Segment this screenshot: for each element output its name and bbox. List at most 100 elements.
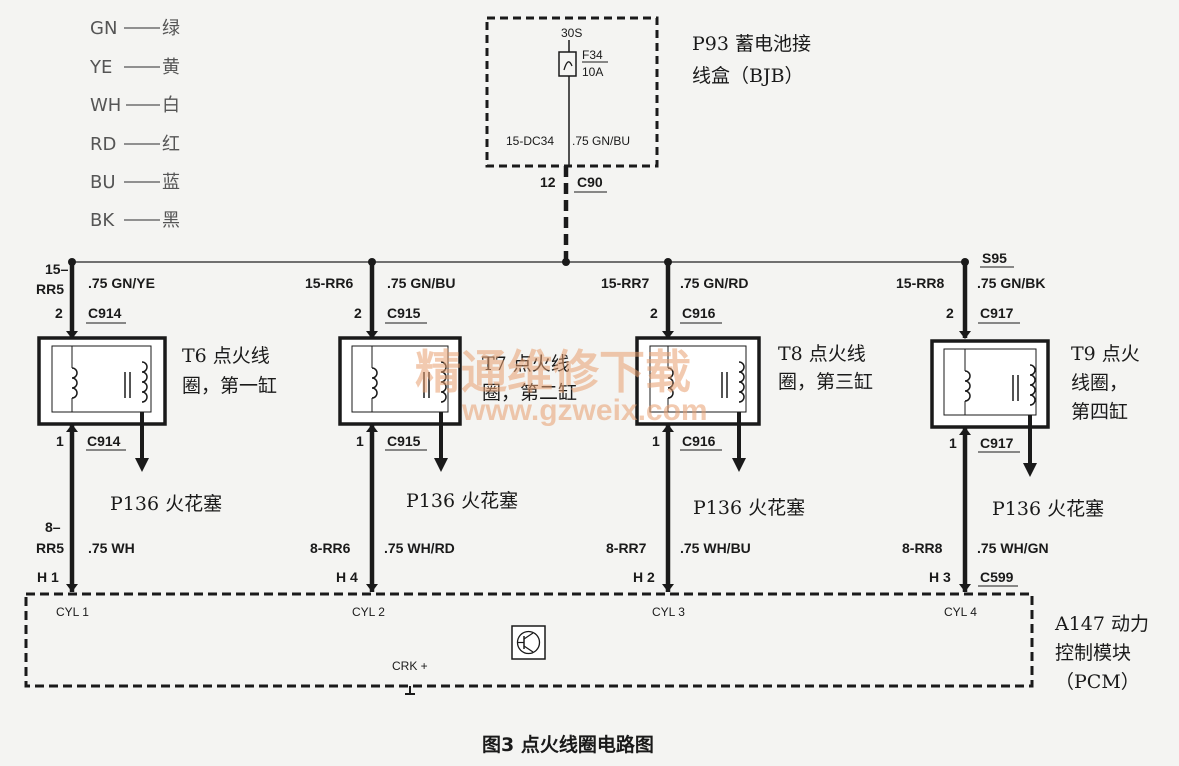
coil1-top-circuit-b: RR5 bbox=[36, 281, 64, 297]
coil1-title-line2: 圈，第一缸 bbox=[182, 375, 277, 397]
coil4-top-circuit: 15-RR8 bbox=[896, 275, 944, 291]
coil4-pcm-pin: H 3 bbox=[929, 569, 951, 585]
coil3-top-conn: C916 bbox=[682, 305, 716, 321]
coil4-spark: P136 火花塞 bbox=[992, 498, 1104, 520]
coil4-bot-pin: 1 bbox=[949, 435, 957, 451]
coil4-title-line3: 第四缸 bbox=[1071, 401, 1128, 423]
coil3-bot-pin: 1 bbox=[652, 433, 660, 449]
legend-color: 黑 bbox=[162, 210, 180, 231]
coil4-box bbox=[930, 339, 1050, 429]
coil-t8-circuit: 15-RR7 .75 GN/RD 2 C916 T8 点火线 圈，第三缸 1 C… bbox=[601, 258, 873, 592]
primary-winding-icon bbox=[371, 367, 378, 399]
coil3-pcm-wire: .75 WH/BU bbox=[680, 540, 751, 556]
coil2-pcm-wire: .75 WH/RD bbox=[384, 540, 455, 556]
coil2-top-conn: C915 bbox=[387, 305, 421, 321]
bjb-circuit: 15-DC34 bbox=[506, 134, 554, 148]
watermark-cn: 精通维修下载 bbox=[415, 345, 691, 399]
coil-t9-circuit: 15-RR8 .75 GN/BK 2 C917 T9 点火 线圈， 第四缸 1 … bbox=[896, 258, 1140, 592]
coil2-spark: P136 火花塞 bbox=[406, 490, 518, 512]
coil2-pcm-pin: H 4 bbox=[336, 569, 358, 585]
coil-t7-circuit: 15-RR6 .75 GN/BU 2 C915 T7 点火线 圈，第二缸 1 C… bbox=[305, 258, 577, 592]
secondary-winding-icon bbox=[738, 361, 745, 403]
coil4-pcm-wire: .75 WH/GN bbox=[977, 540, 1049, 556]
pcm-cyl3: CYL 3 bbox=[652, 605, 685, 619]
coil1-title-line1: T6 点火线 bbox=[182, 345, 270, 367]
figure-caption: 图3 点火线圈电路图 bbox=[482, 733, 654, 756]
bjb-title-line2: 线盒（BJB） bbox=[692, 65, 804, 87]
secondary-winding-icon bbox=[141, 361, 148, 403]
legend-code: YE bbox=[89, 57, 112, 78]
legend-code: BK bbox=[90, 210, 115, 231]
bjb-wire: .75 GN/BU bbox=[572, 134, 630, 148]
spark-arrow-icon bbox=[1023, 463, 1037, 477]
coil2-box bbox=[338, 336, 462, 426]
c90-connector: C90 bbox=[577, 174, 603, 190]
transistor-icon bbox=[511, 625, 546, 660]
pcm-cyl1: CYL 1 bbox=[56, 605, 89, 619]
coil2-title-line2: 圈，第二缸 bbox=[482, 382, 577, 404]
coil4-pcm-conn: C599 bbox=[980, 569, 1014, 585]
coil3-top-circuit: 15-RR7 bbox=[601, 275, 649, 291]
watermark-url: www.gzweix.com bbox=[461, 394, 708, 427]
coil4-bot-conn: C917 bbox=[980, 435, 1014, 451]
coil3-spark: P136 火花塞 bbox=[693, 497, 805, 519]
coil2-top-circuit: 15-RR6 bbox=[305, 275, 353, 291]
coil3-pcm-circuit: 8-RR7 bbox=[606, 540, 647, 556]
coil3-title-line1: T8 点火线 bbox=[778, 343, 866, 365]
coil2-title-line1: T7 点火线 bbox=[482, 353, 570, 375]
legend-color: 黄 bbox=[162, 57, 180, 78]
legend-code: RD bbox=[90, 134, 116, 155]
pcm-title-line2: 控制模块 bbox=[1055, 642, 1131, 664]
coil1-bot-pin: 1 bbox=[56, 433, 64, 449]
coil3-title-line2: 圈，第三缸 bbox=[778, 371, 873, 393]
secondary-winding-icon bbox=[440, 361, 447, 403]
color-legend: GN 绿 YE 黄 WH 白 RD 红 BU 蓝 BK 黑 bbox=[89, 18, 180, 231]
coil3-box bbox=[635, 336, 761, 426]
secondary-winding-icon bbox=[1029, 364, 1036, 406]
coil1-top-pin: 2 bbox=[55, 305, 63, 321]
coil1-pcm-circuit-a: 8– bbox=[45, 519, 61, 535]
coil4-top-conn: C917 bbox=[980, 305, 1014, 321]
coil4-pcm-circuit: 8-RR8 bbox=[902, 540, 943, 556]
battery-junction-box: 30S F34 10A 15-DC34 .75 GN/BU P93 蓄电池接 线… bbox=[485, 16, 811, 168]
legend-code: WH bbox=[90, 95, 121, 116]
coil1-spark: P136 火花塞 bbox=[110, 493, 222, 515]
coil1-pcm-pin: H 1 bbox=[37, 569, 59, 585]
coil2-bot-conn: C915 bbox=[387, 433, 421, 449]
pcm-title-line3: （PCM） bbox=[1055, 671, 1140, 693]
coil2-pcm-circuit: 8-RR6 bbox=[310, 540, 351, 556]
coil2-top-pin: 2 bbox=[354, 305, 362, 321]
coil3-pcm-pin: H 2 bbox=[633, 569, 655, 585]
primary-winding-icon bbox=[71, 367, 78, 399]
coil1-pcm-wire: .75 WH bbox=[88, 540, 135, 556]
c90-pin: 12 bbox=[540, 174, 556, 190]
coil4-top-pin: 2 bbox=[946, 305, 954, 321]
coil4-title-line1: T9 点火 bbox=[1071, 343, 1140, 365]
coil2-bot-pin: 1 bbox=[356, 433, 364, 449]
primary-winding-icon bbox=[667, 367, 674, 399]
spark-arrow-icon bbox=[434, 458, 448, 472]
coil1-pcm-circuit-b: RR5 bbox=[36, 540, 64, 556]
coil1-top-circuit-a: 15– bbox=[45, 261, 69, 277]
pcm-title-line1: A147 动力 bbox=[1054, 613, 1149, 635]
pcm-crk-label: CRK + bbox=[392, 659, 428, 673]
coil2-top-wire: .75 GN/BU bbox=[387, 275, 455, 291]
primary-winding-icon bbox=[964, 370, 971, 402]
coil-t6-circuit: 15– RR5 .75 GN/YE 2 C914 T6 点火线 圈，第一缸 1 … bbox=[36, 258, 277, 592]
bjb-title-line1: P93 蓄电池接 bbox=[692, 33, 811, 55]
legend-color: 绿 bbox=[162, 18, 180, 39]
fuse-terminal: 30S bbox=[561, 26, 582, 40]
coil4-top-wire: .75 GN/BK bbox=[977, 275, 1045, 291]
coil1-top-wire: .75 GN/YE bbox=[88, 275, 155, 291]
splice-s95: S95 bbox=[982, 250, 1007, 266]
fuse-icon bbox=[558, 51, 577, 77]
coil3-top-wire: .75 GN/RD bbox=[680, 275, 748, 291]
coil3-bot-conn: C916 bbox=[682, 433, 716, 449]
coil3-top-pin: 2 bbox=[650, 305, 658, 321]
pcm-cyl4: CYL 4 bbox=[944, 605, 977, 619]
coil4-title-line2: 线圈， bbox=[1071, 372, 1128, 394]
legend-color: 白 bbox=[162, 95, 180, 116]
legend-color: 蓝 bbox=[162, 172, 180, 193]
spark-arrow-icon bbox=[135, 458, 149, 472]
pcm-module: CYL 1 CYL 2 CYL 3 CYL 4 CRK + A147 动力 控制… bbox=[24, 592, 1149, 695]
